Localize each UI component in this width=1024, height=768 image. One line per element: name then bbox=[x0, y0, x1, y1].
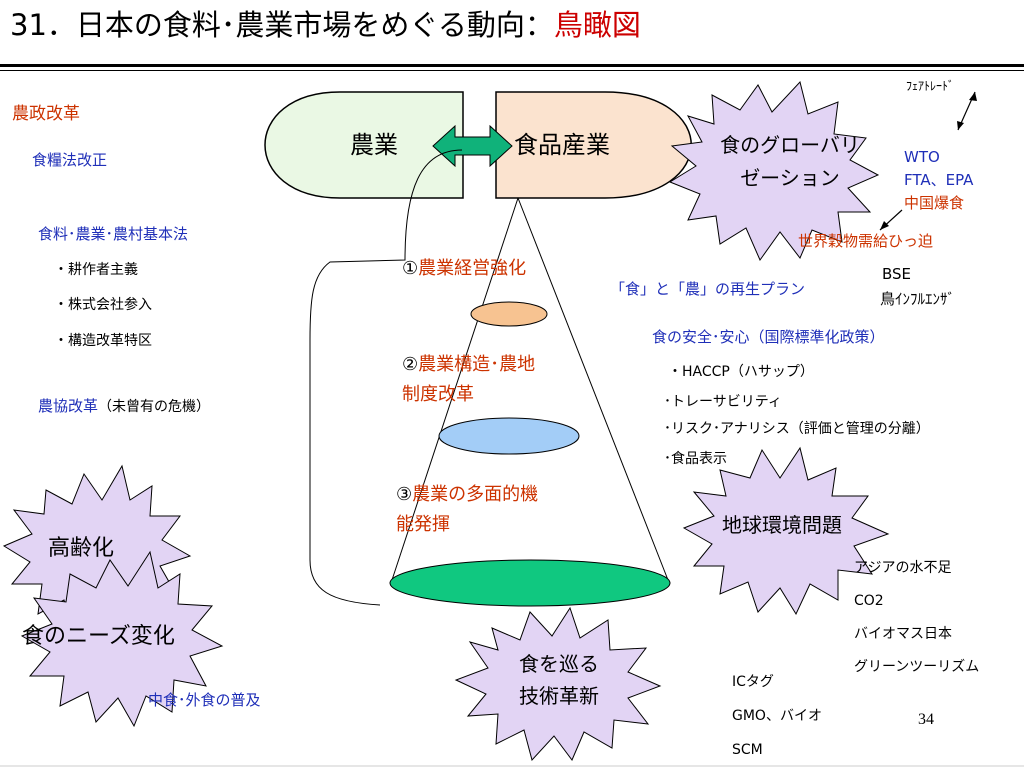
agriculture-shape bbox=[264, 91, 464, 199]
regen-plan-label: 「食」と「農」の再生プラン bbox=[610, 280, 806, 298]
env-item: バイオマス日本 bbox=[854, 626, 952, 642]
page-number: 34 bbox=[918, 711, 934, 728]
step-3-label-line2: 能発揮 bbox=[396, 514, 450, 535]
basic-law-item: ・構造改革特区 bbox=[54, 333, 152, 349]
food-industry-label: 食品産業 bbox=[514, 131, 610, 159]
technology-burst bbox=[454, 606, 662, 762]
funnel-outer-curve bbox=[309, 149, 463, 606]
title-prefix: 31．日本の食料･農業市場をめぐる動向： bbox=[10, 8, 554, 42]
title-highlight: 鳥瞰図 bbox=[553, 8, 641, 42]
tech-label-line2: 技術革新 bbox=[519, 684, 599, 708]
title-rule-thin bbox=[0, 70, 1024, 71]
agriculture-label: 農業 bbox=[350, 131, 398, 159]
bird-flu-label: 鳥ｲﾝﾌﾙｴﾝｻﾞ bbox=[880, 290, 956, 308]
staple-food-law-label: 食糧法改正 bbox=[32, 151, 108, 169]
environment-burst bbox=[682, 446, 890, 616]
safety-item: ･リスク･アナリシス（評価と管理の分離） bbox=[664, 421, 930, 437]
food-needs-burst bbox=[20, 550, 224, 728]
basic-law-item: ・株式会社参入 bbox=[54, 297, 152, 313]
food-needs-label: 食のニーズ変化 bbox=[22, 624, 175, 649]
env-item: アジアの水不足 bbox=[854, 560, 952, 576]
step-2-number: ② bbox=[402, 354, 419, 375]
fta-epa-label: FTA、EPA bbox=[904, 171, 974, 189]
step-2-label-line1: 農業構造･農地 bbox=[418, 354, 536, 375]
environment-label: 地球環境問題 bbox=[722, 513, 842, 537]
safety-item: ･食品表示 bbox=[664, 451, 727, 467]
funnel-step-1: ①農業経営強化 bbox=[402, 258, 526, 280]
step-2-label-line2: 制度改革 bbox=[402, 384, 474, 405]
env-item: グリーンツーリズム bbox=[854, 659, 980, 675]
fairtrade-arrowhead-bottom bbox=[957, 121, 964, 130]
aging-label: 高齢化 bbox=[48, 536, 115, 561]
coop-reform-label: 農協改革 bbox=[38, 397, 99, 415]
basic-law-label: 食料･農業･農村基本法 bbox=[38, 225, 189, 243]
safety-item: ・HACCP（ハサップ） bbox=[668, 364, 814, 380]
funnel-ellipse-3 bbox=[389, 559, 671, 607]
env-item: CO2 bbox=[854, 593, 884, 609]
slide-title: 31．日本の食料･農業市場をめぐる動向：鳥瞰図 bbox=[10, 8, 641, 43]
funnel-ellipse-2 bbox=[438, 417, 580, 455]
funnel-ellipse-1 bbox=[470, 301, 548, 327]
globalization-label-line1: 食のグローバリ bbox=[720, 133, 860, 157]
coop-reform-note: （未曾有の危機） bbox=[98, 399, 211, 415]
title-rule-thick bbox=[0, 64, 1024, 67]
funnel-right-line bbox=[517, 197, 669, 581]
coop-reform: 農協改革（未曾有の危機） bbox=[38, 396, 210, 416]
step-1-label: 農業経営強化 bbox=[418, 258, 527, 279]
double-arrow-icon bbox=[432, 124, 513, 168]
tech-item: ICタグ bbox=[732, 674, 774, 690]
basic-law-item: ・耕作者主義 bbox=[54, 262, 138, 278]
china-arrowhead bbox=[880, 221, 889, 230]
step-1-number: ① bbox=[402, 258, 419, 279]
eating-out-label: 中食･外食の普及 bbox=[148, 691, 261, 709]
funnel-step-2: ②農業構造･農地 bbox=[402, 354, 535, 376]
globalization-label-line2: ゼーション bbox=[740, 166, 840, 190]
grain-supply-label: 世界穀物需給ひっ迫 bbox=[798, 232, 934, 250]
tech-item: GMO、バイオ bbox=[732, 708, 822, 724]
fair-trade-label: ﾌｪｱﾄﾚｰﾄﾞ bbox=[906, 79, 955, 93]
policy-reform-label: 農政改革 bbox=[12, 104, 80, 124]
step-3-number: ③ bbox=[396, 484, 413, 505]
bse-label: BSE bbox=[882, 265, 912, 283]
globalization-burst bbox=[668, 80, 880, 262]
safety-item: ･トレーサビリティ bbox=[664, 394, 782, 410]
funnel-step-3: ③農業の多面的機 bbox=[396, 484, 538, 506]
fairtrade-arrowhead-top bbox=[969, 92, 977, 101]
wto-label: WTO bbox=[904, 148, 940, 166]
china-boom-label: 中国爆食 bbox=[904, 194, 965, 212]
funnel-left-line bbox=[391, 197, 519, 581]
tech-label-line1: 食を巡る bbox=[519, 652, 599, 676]
food-safety-label: 食の安全･安心（国際標準化政策） bbox=[652, 328, 885, 346]
step-3-label-line1: 農業の多面的機 bbox=[412, 484, 539, 505]
tech-item: SCM bbox=[732, 742, 763, 758]
